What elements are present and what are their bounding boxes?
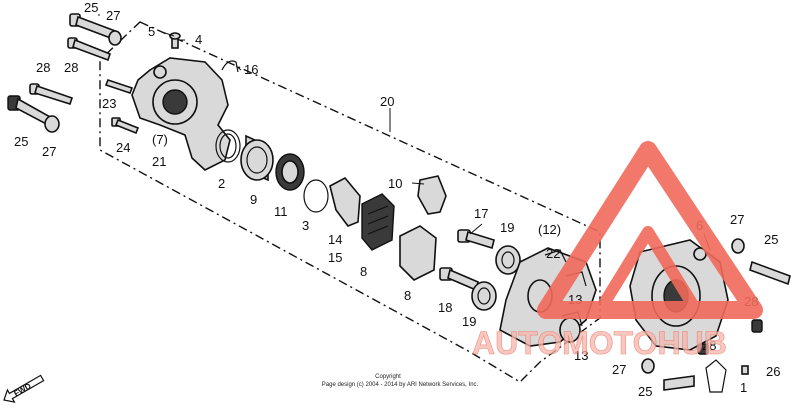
clip-22[interactable] [544,249,567,263]
watermark-logo: AUTOMOTOHUB [472,141,763,361]
callout-28: 28 [64,60,78,75]
bolt-25-top[interactable] [69,13,122,46]
callout-25: 25 [14,134,28,149]
copyright-heading: Copyright [375,374,401,380]
callout-25: 25 [84,0,98,15]
callout-7: (7) [152,132,168,147]
callout-2: 2 [218,176,225,191]
callout-labels: 25 27 28 28 25 27 5 4 16 23 24 (7) 21 2 … [14,0,780,399]
callout-24: 24 [116,140,130,155]
callout-27: 27 [42,144,56,159]
bleeder-screw-4[interactable] [169,32,181,49]
bracket-1[interactable] [705,359,727,393]
callout-27: 27 [612,362,626,377]
bleeder-24[interactable] [111,117,140,135]
pin-17[interactable] [457,229,495,250]
callout-22: 22 [546,246,560,261]
callout-1: 1 [740,380,747,395]
ring-3[interactable] [303,179,329,213]
fwd-arrow: FWD [3,374,45,403]
callout-25: 25 [764,232,778,247]
clip-16[interactable] [221,60,239,73]
bolt-28-left[interactable] [29,83,74,105]
callout-28: 28 [702,338,716,353]
boot-19-lower[interactable] [471,281,497,311]
callout-19: 19 [500,220,514,235]
callout-16: 16 [244,62,258,77]
bolt-28-lower[interactable] [697,343,709,355]
boot-19-upper[interactable] [495,245,521,275]
pin-18[interactable] [439,267,479,292]
seal-2[interactable] [215,129,241,163]
callout-11: 11 [274,204,288,219]
bolt-26[interactable] [741,365,749,375]
callout-12: (12) [538,222,561,237]
bolt-28-top[interactable] [67,37,111,62]
callout-15: 15 [328,250,342,265]
callout-14: 14 [328,232,342,247]
callout-23: 23 [102,96,116,111]
bolt-25-lower[interactable] [663,375,695,391]
callout-5: 5 [148,24,155,39]
washer-27-lower[interactable] [641,358,655,374]
callout-8: 8 [404,288,411,303]
spring-10[interactable] [417,175,447,215]
caliper-assembly-frame [99,21,601,383]
bolt-25-left[interactable] [7,95,60,133]
callout-25: 25 [638,384,652,399]
callout-27: 27 [730,212,744,227]
caliper-body[interactable] [131,57,231,171]
callout-13: 13 [574,348,588,363]
brake-pad-8-inner[interactable] [361,193,395,251]
callout-20: 20 [380,94,394,109]
piston-9[interactable] [240,134,274,182]
callout-4: 4 [195,32,202,47]
callout-26: 26 [766,364,780,379]
callout-10: 10 [388,176,402,191]
brake-pad-8-outer[interactable] [399,225,437,281]
seal-11[interactable] [275,153,305,191]
callout-17: 17 [474,206,488,221]
callout-3: 3 [302,218,309,233]
callout-28: 28 [36,60,50,75]
callout-9: 9 [250,192,257,207]
bolt-28-right[interactable] [751,319,763,333]
bolt-25-right[interactable] [749,260,791,286]
washer-27-right[interactable] [731,238,745,254]
callout-21: 21 [152,154,166,169]
callout-18: 18 [438,300,452,315]
copyright-line: Page design (c) 2004 - 2014 by ARI Netwo… [322,382,479,388]
callout-8: 8 [360,264,367,279]
callout-19: 19 [462,314,476,329]
callout-27: 27 [106,8,120,23]
shim-14[interactable] [329,176,361,227]
watermark-text: AUTOMOTOHUB [472,325,727,361]
bolt-23[interactable] [104,79,134,94]
